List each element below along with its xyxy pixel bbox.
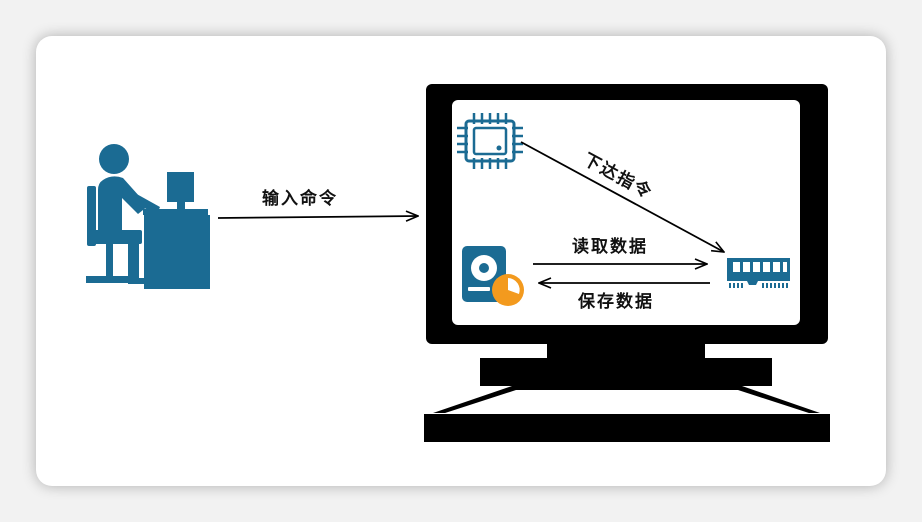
read-data-label: 读取数据 (572, 236, 648, 257)
input-command-arrow (217, 216, 418, 218)
hard-disk-icon (462, 246, 524, 306)
issue-instruction-arrow (520, 141, 724, 252)
monitor-screen (452, 100, 800, 325)
save-data-label: 保存数据 (577, 291, 654, 312)
monitor-icon (424, 84, 830, 442)
cpu-chip-icon (457, 113, 523, 169)
input-command-label: 输入命令 (262, 188, 338, 209)
memory-module-icon (727, 258, 790, 288)
person-at-computer-icon (86, 144, 210, 289)
